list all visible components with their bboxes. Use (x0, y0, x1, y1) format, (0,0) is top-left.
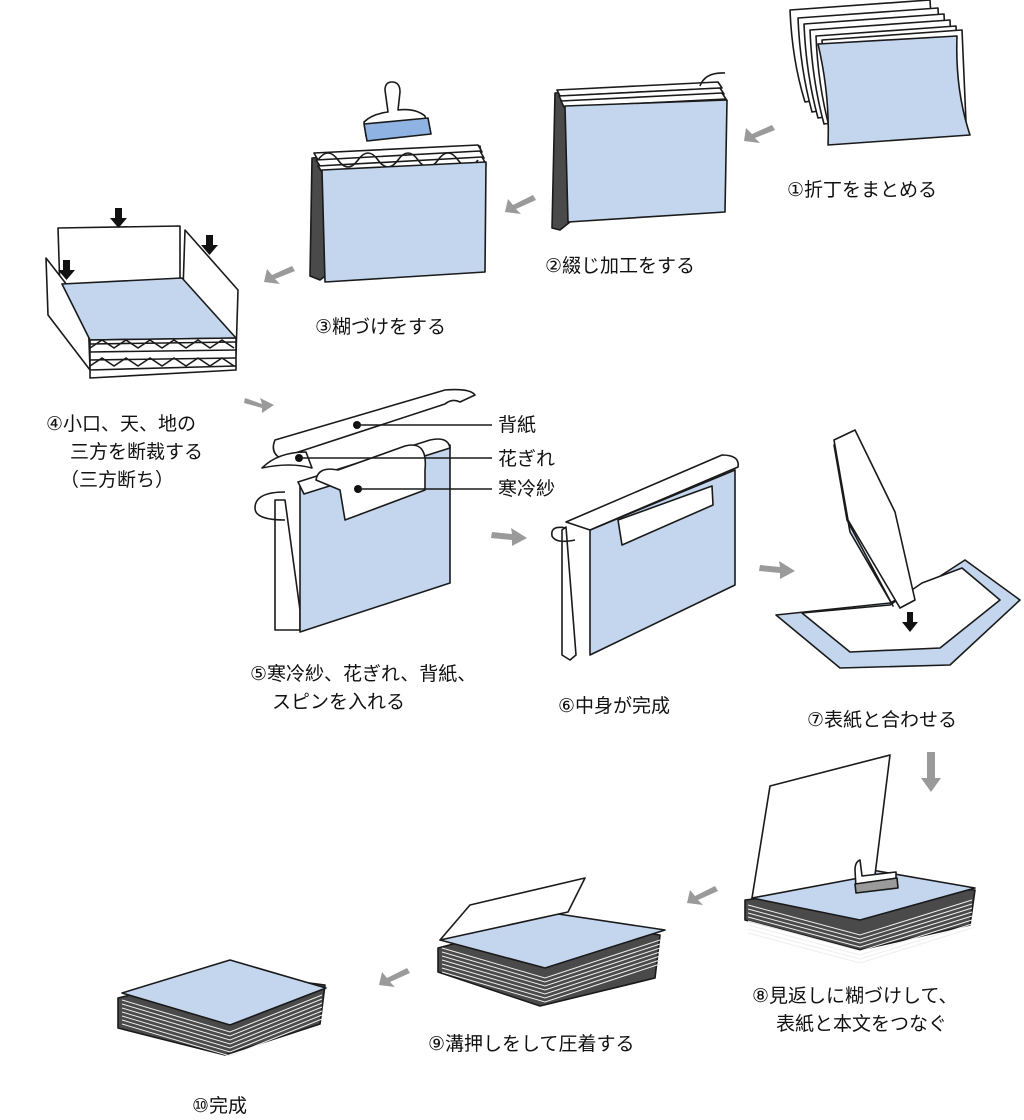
step8-paste-illustration (744, 754, 976, 951)
step2-sewn-block-illustration (551, 72, 728, 231)
flow-arrow-icon (744, 125, 775, 143)
page-edge-line (121, 1010, 323, 1049)
page-edge-line (121, 1006, 323, 1045)
callout-headband: 花ぎれ (498, 448, 556, 470)
step-4-label: ④小口、天、地の 三方を断裁する （三方断ち） (46, 413, 204, 491)
page-edge-line (747, 911, 973, 948)
step-2-label: ②綴じ加工をする (545, 255, 696, 277)
callout-spine-paper: 背紙 (498, 414, 537, 436)
step-8-label: ⑧見返しに糊づけして、 表紙と本文をつなぐ (752, 985, 958, 1035)
flow-arrow-icon (505, 195, 536, 214)
page-edge-line (441, 963, 661, 1003)
page-edge-line (441, 959, 661, 999)
step-7-label: ⑦表紙と合わせる (807, 709, 958, 731)
step6-body-illustration (550, 454, 739, 661)
step9-press-illustration (437, 877, 666, 1007)
page-edge-line (121, 1018, 323, 1057)
callout-mull: 寒冷紗 (498, 478, 556, 500)
step-9-label: ⑨溝押しをして圧着する (428, 1033, 635, 1055)
page-edge-line (121, 1014, 323, 1053)
page-edge-line (121, 998, 323, 1037)
flow-arrows (244, 125, 941, 987)
glue-brush-icon (363, 81, 432, 142)
step7-cover-illustration (775, 429, 1021, 669)
page-edge-line (747, 923, 973, 960)
page-edge-line (441, 939, 661, 979)
step1-signatures-illustration (789, 0, 971, 146)
step-5-label: ⑤寒冷紗、花ぎれ、背紙、 スピンを入れる (250, 663, 477, 713)
step-10-label: ⑩完成 (192, 1095, 248, 1117)
step-6-label: ⑥中身が完成 (558, 695, 671, 717)
step-1-label: ①折丁をまとめる (787, 179, 938, 201)
flow-arrow-icon (687, 886, 718, 905)
page-edge-line (747, 903, 973, 940)
flow-arrow-icon (264, 266, 295, 284)
flow-arrow-icon (921, 752, 941, 792)
page-edge-line (441, 943, 661, 983)
step4-trim-illustration (45, 225, 239, 379)
step-3-label: ③糊づけをする (315, 316, 447, 338)
step5-components-illustration (254, 388, 492, 633)
page-edge-line (441, 955, 661, 995)
page-edge-line (121, 1002, 323, 1041)
page-edge-line (747, 919, 973, 956)
flow-arrow-icon (759, 561, 795, 579)
flow-arrow-icon (379, 968, 410, 987)
page-edge-line (441, 947, 661, 987)
page-edge-line (747, 899, 973, 936)
page-edge-line (747, 907, 973, 944)
page-edge-line (441, 951, 661, 991)
step10-book-illustration (117, 959, 327, 1056)
page-edge-line (747, 927, 973, 964)
step3-glue-block-illustration (309, 144, 487, 283)
press-arrow-icon (58, 208, 218, 280)
flow-arrow-icon (491, 528, 527, 546)
page-edge-line (121, 994, 323, 1033)
flow-arrow-icon (244, 398, 274, 413)
page-edge-line (747, 915, 973, 952)
